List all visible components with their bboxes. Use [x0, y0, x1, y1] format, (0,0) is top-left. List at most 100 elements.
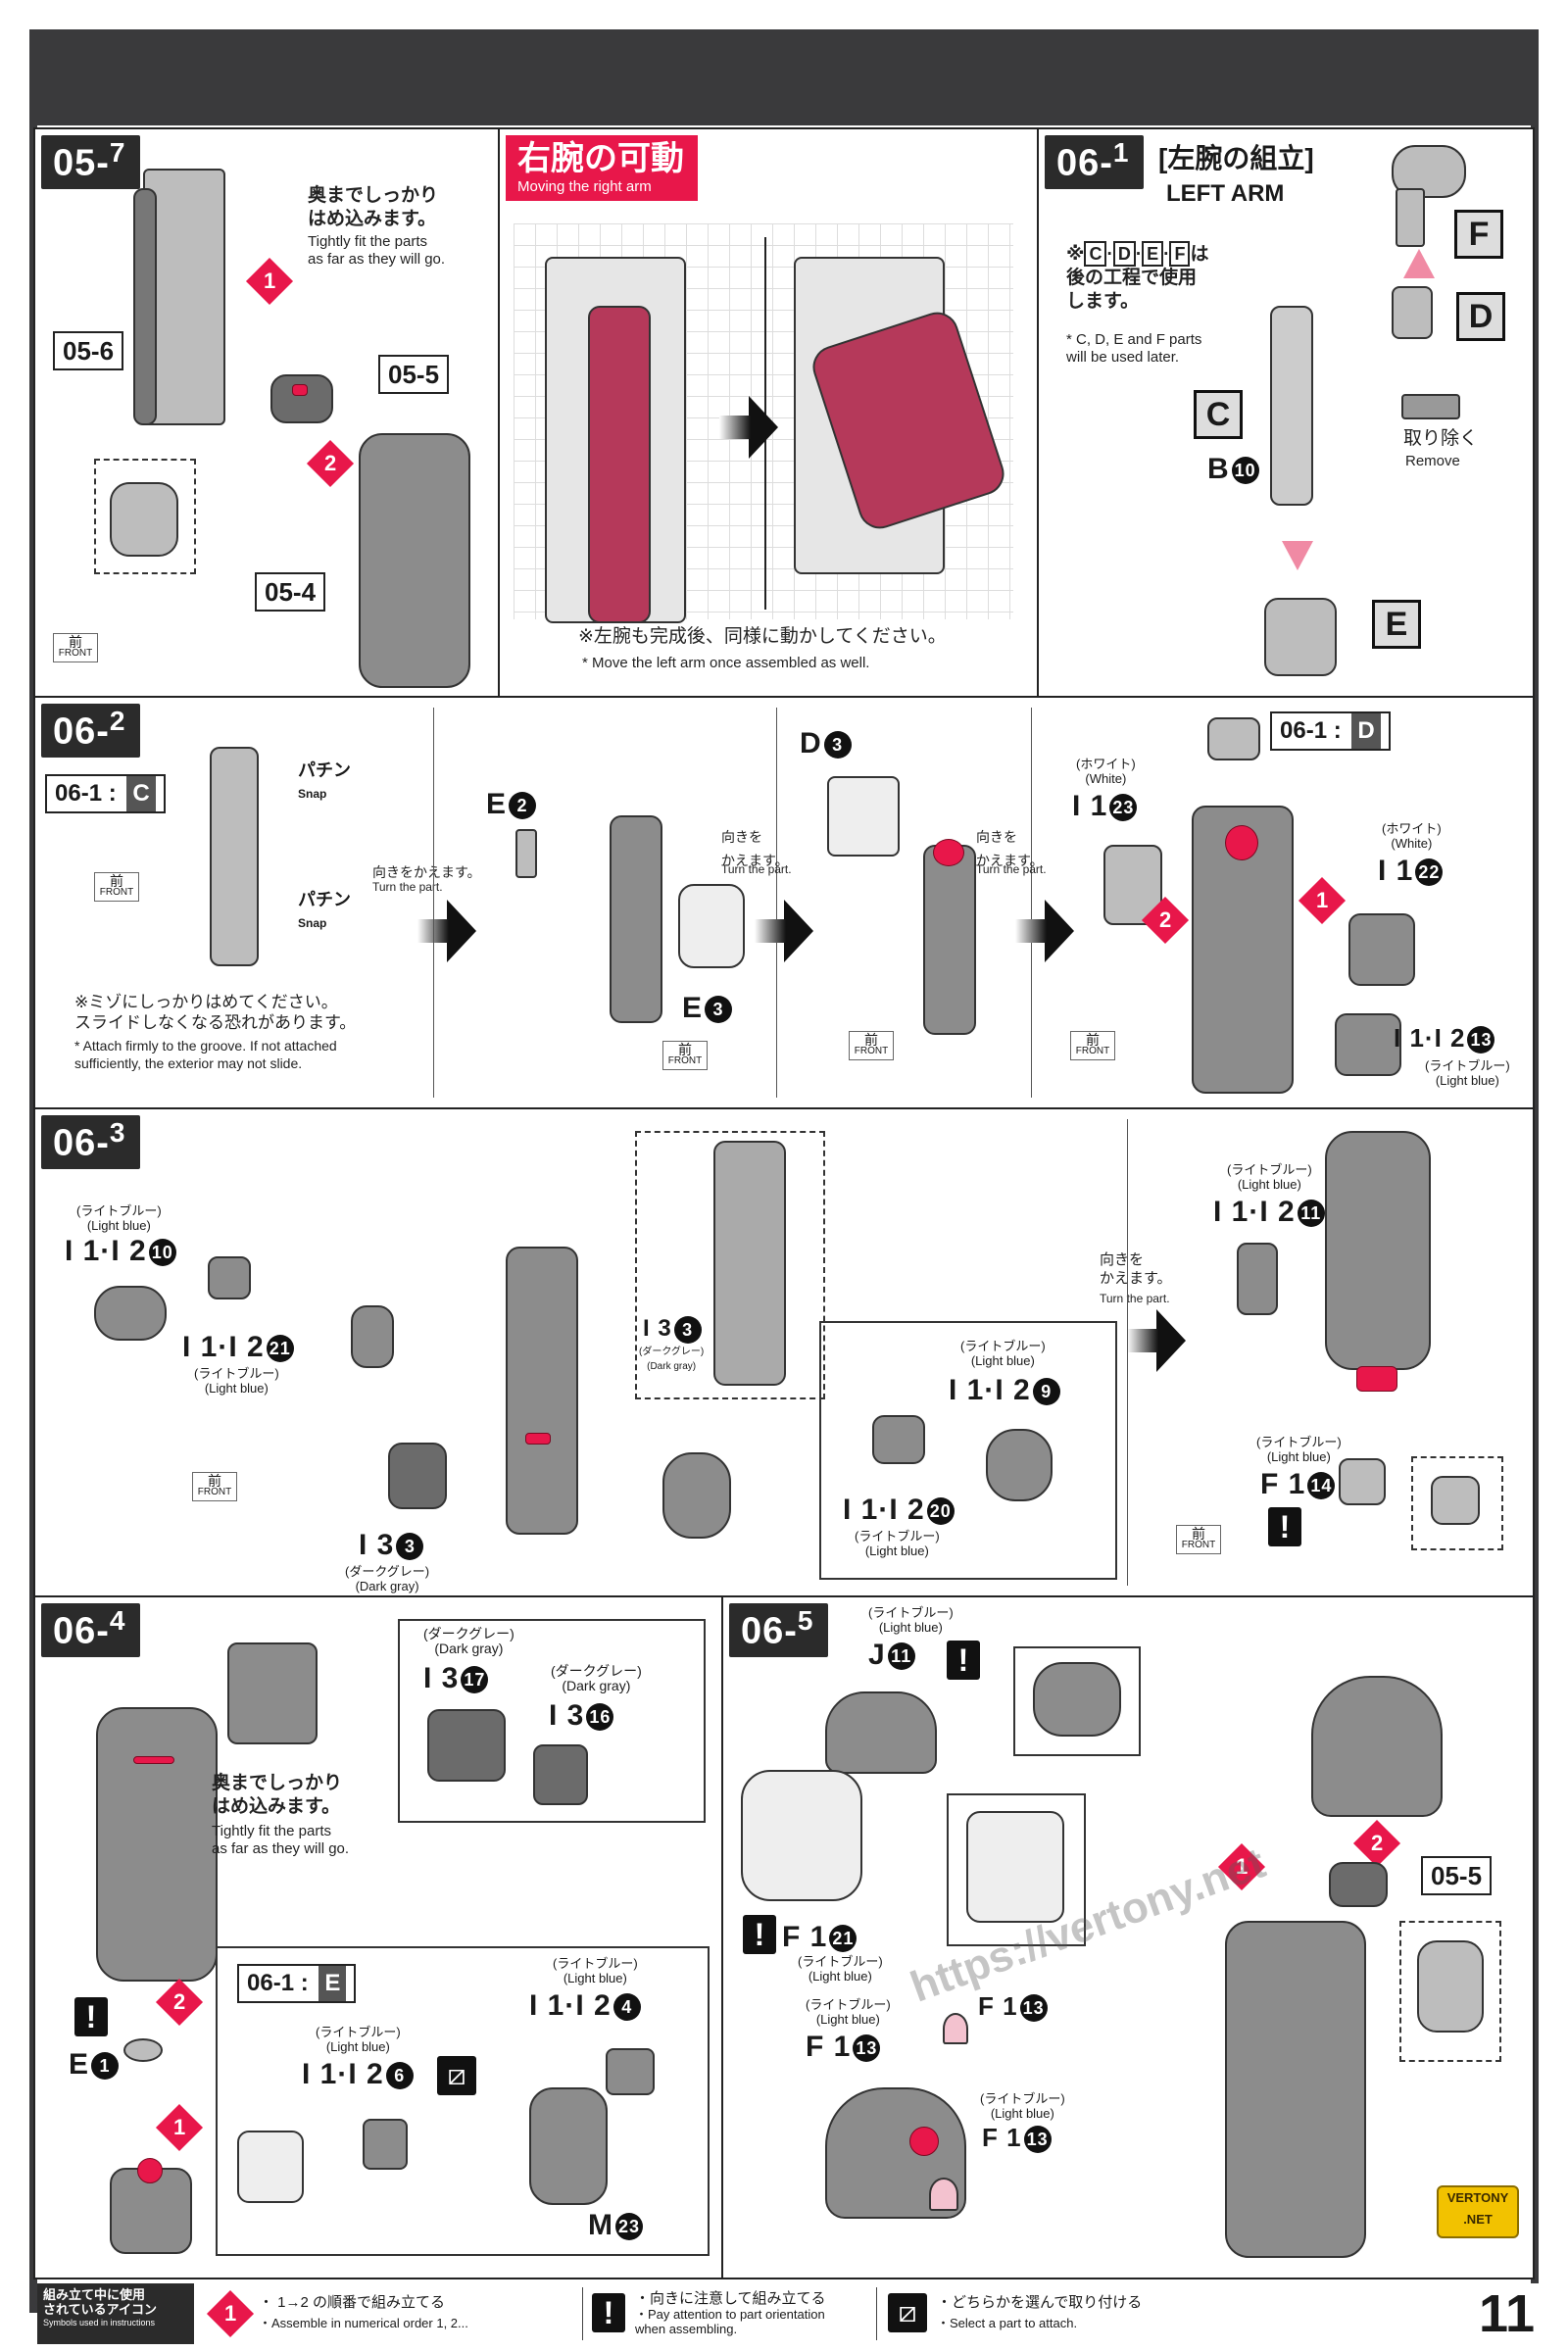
inset-box-3	[1411, 1456, 1503, 1550]
forearm-assembled	[96, 1707, 218, 1982]
legend-orient-en: ・Pay attention to part orientation when …	[635, 2307, 825, 2336]
divider-1	[433, 708, 434, 1098]
legend-title: 組み立て中に使用 されているアイコン Symbols used in instr…	[37, 2283, 194, 2344]
lightblue-label-20: (ライトブルー)(Light blue)	[855, 1529, 940, 1558]
step-label: 06-1	[1045, 135, 1144, 189]
page-number: 11	[1475, 2283, 1539, 2344]
part-i1-22	[1348, 913, 1415, 986]
divider	[1127, 1119, 1128, 1586]
detail-box	[94, 459, 196, 574]
inset-box-1	[635, 1131, 825, 1399]
left-arm-title-en: LEFT ARM	[1166, 180, 1285, 207]
upper-arm-05-4	[359, 433, 470, 688]
lightblue-label-f21: (ライトブルー)(Light blue)	[798, 1954, 883, 1984]
order-1: 1	[155, 2103, 204, 2152]
part-i3-3	[388, 1443, 447, 1509]
legend-select-jp: ・どちらかを選んで取り付ける	[937, 2294, 1143, 2311]
hand-peg	[137, 2158, 163, 2183]
armor-part	[227, 1642, 318, 1744]
right-arm-title-jp: 右腕の可動	[517, 140, 684, 177]
order-1: 1	[245, 257, 294, 306]
orientation-icon-2: !	[743, 1915, 776, 1954]
arrow-right	[719, 396, 778, 459]
part-e-frame	[237, 2131, 304, 2203]
order-1: 1	[1298, 876, 1347, 925]
shoulder-frame	[741, 1770, 862, 1901]
forearm-2-peg	[933, 839, 964, 866]
shoulder-armor-side	[133, 188, 157, 425]
inset-j11	[1033, 1662, 1121, 1737]
groove-note-en: * Attach firmly to the groove. If not at…	[74, 1038, 337, 1071]
lightblue-label-4: (ライトブルー)(Light blue)	[553, 1956, 638, 1985]
part-i3-16	[533, 1744, 588, 1805]
arrow-right-1	[417, 900, 476, 962]
upper-arm-assembled	[1225, 1921, 1366, 2258]
arrow-down	[1282, 541, 1313, 570]
panel-05-7: 05-7 奥までしっかり はめ込みます。 Tightly fit the par…	[33, 127, 502, 698]
left-arm-title-jp: [左腕の組立]	[1158, 143, 1314, 173]
shoulder-spike-armor	[1311, 1676, 1443, 1817]
runner-remove	[1401, 394, 1460, 419]
lightblue-label: (ライトブルー)(Light blue)	[1425, 1058, 1510, 1088]
turn-note-3-en: Turn the part.	[976, 862, 1047, 876]
lightblue-label-10: (ライトブルー)(Light blue)	[76, 1203, 162, 1233]
right-arm-title-box: 右腕の可動 Moving the right arm	[506, 135, 698, 201]
right-arm-title-en: Moving the right arm	[517, 178, 652, 195]
white-label-1: (ホワイト)(White)	[1076, 757, 1136, 786]
darkgray-label-b: (ダークグレー)(Dark gray)	[639, 1347, 705, 1372]
darkgray-label-16: (ダークグレー)(Dark gray)	[551, 1663, 642, 1693]
forearm-frame-c	[210, 747, 259, 966]
legend-orient-jp: ・向きに注意して組み立てる	[635, 2290, 826, 2307]
legend-divider-2	[876, 2287, 877, 2340]
orientation-icon: !	[1268, 1507, 1301, 1546]
turn-note-2-en: Turn the part.	[721, 862, 792, 876]
inset-box-2	[216, 1946, 710, 2256]
joint-peg	[292, 384, 308, 396]
part-j11	[825, 1691, 937, 1774]
step-label: 06-2	[41, 704, 140, 758]
white-label-2: (ホワイト)(White)	[1382, 821, 1442, 851]
groove-note-jp: ※ミゾにしっかりはめてください。 スライドしなくなる恐れがあります。	[74, 993, 357, 1032]
part-d	[1392, 286, 1433, 339]
lightblue-label-21: (ライトブルー)(Light blue)	[194, 1366, 279, 1396]
inset-box-1	[398, 1619, 706, 1823]
label-e: E	[1372, 600, 1421, 649]
orientation-icon: !	[74, 1997, 108, 2036]
part-e	[1264, 598, 1337, 676]
forearm-1	[610, 815, 662, 1023]
legend-title-en: Symbols used in instructions	[43, 2318, 156, 2328]
arrow-right-2	[755, 900, 813, 962]
inset-frame	[966, 1811, 1064, 1923]
lightblue-label-f13c: (ライトブルー)(Light blue)	[980, 2091, 1065, 2121]
joint-part-05-5	[270, 374, 333, 423]
legend-select-icon: ⧄	[888, 2293, 927, 2332]
step-label: 06-3	[41, 1115, 140, 1169]
turn-note-3-jp: 向きを かえます。	[976, 829, 1044, 868]
lightblue-label-f13a: (ライトブルー)(Light blue)	[806, 1997, 891, 2027]
forearm-complete	[1325, 1131, 1431, 1370]
part-i3-17	[427, 1709, 506, 1782]
turn-note-1-en: Turn the part.	[372, 880, 443, 894]
turn-note-en: Turn the part.	[1100, 1292, 1170, 1305]
order-2: 2	[155, 1978, 204, 2027]
label-d: D	[1456, 292, 1505, 341]
